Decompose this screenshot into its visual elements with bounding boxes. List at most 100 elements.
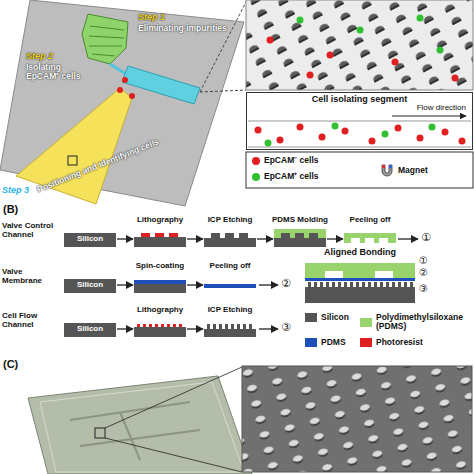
callout-number: ② (281, 278, 291, 290)
cell (437, 47, 444, 54)
legend-text: PDMS (321, 338, 346, 347)
legend-swatch (305, 313, 317, 322)
cell (307, 72, 314, 79)
layer-shape (169, 233, 178, 237)
output-arrow (398, 238, 418, 239)
legend-entry: Silicon (305, 313, 349, 322)
leader-line (105, 438, 242, 472)
process-illustration (134, 319, 186, 338)
callout-line (200, 90, 246, 92)
panel-label: (C) (3, 358, 18, 370)
process-arrow (117, 328, 133, 329)
cell (429, 124, 436, 131)
callout-number: ① (421, 232, 431, 244)
magnet-symbol (380, 164, 394, 177)
layer-shape (64, 233, 116, 247)
cell (319, 134, 326, 141)
magnet-body (382, 165, 392, 176)
layer-shape (161, 324, 164, 327)
row-label: Cell Flow Channel (2, 312, 62, 330)
process-illustration (134, 229, 186, 248)
layer-shape (410, 282, 413, 287)
layer-shape (155, 233, 164, 237)
process-arrow (117, 284, 133, 285)
step-number: Step 2 (26, 52, 53, 62)
layer-shape (386, 282, 389, 287)
row-label: Valve Membrane (2, 268, 62, 286)
layer-shape (362, 282, 365, 287)
layer-shape (320, 282, 323, 287)
process-step: ICP Etching (204, 216, 256, 248)
layer-shape (179, 324, 182, 327)
row-label: Valve Control Channel (2, 222, 62, 240)
layer-shape (350, 282, 353, 287)
layer-shape (325, 271, 343, 278)
legend-entry: PDMS (305, 338, 346, 347)
chip-edge (40, 382, 244, 472)
process-step: Spin-coating (134, 262, 186, 294)
step-label: Lithography (122, 306, 198, 315)
layer-shape (344, 282, 347, 287)
process-arrow (257, 238, 273, 239)
process-step: Silicon (64, 216, 116, 248)
layer-shape (365, 238, 374, 243)
layer-shape (305, 287, 415, 303)
valve (122, 77, 128, 83)
magnet-pole (389, 165, 392, 168)
layer-shape (213, 324, 216, 329)
legend-text: Magnet (398, 166, 428, 175)
cell (265, 140, 272, 147)
process-arrow (187, 238, 203, 239)
step-number: Step 3 (2, 186, 29, 196)
cell (369, 138, 376, 145)
output-arrow (259, 328, 278, 329)
legend-entry: Magnet (380, 164, 428, 177)
layer-shape (295, 233, 304, 238)
layer-shape (326, 282, 329, 287)
step-label: ICP Etching (192, 216, 268, 225)
legend-text: Polydimethylsiloxane (PDMS) (376, 313, 462, 332)
layer-shape (309, 233, 318, 238)
legend-text: Photoresist (376, 338, 423, 347)
process-arrow (187, 328, 203, 329)
isolation-channel (122, 66, 200, 104)
layer-shape (338, 282, 341, 287)
step-label: Silicon (64, 325, 116, 334)
process-illustration (134, 275, 186, 294)
legend-swatch (360, 338, 372, 347)
layer-shape (134, 284, 186, 293)
layer-shape (344, 233, 396, 243)
post-array-zoom (246, 0, 473, 90)
cell (255, 127, 262, 134)
legend-entry: EpCAM⁻ cells (252, 156, 319, 165)
channel (110, 64, 126, 74)
layer-shape (204, 329, 256, 337)
valve (129, 93, 135, 99)
cell (357, 27, 364, 34)
layer-shape (204, 284, 256, 288)
cell (332, 123, 339, 130)
cell (417, 15, 424, 22)
layer-shape (134, 327, 186, 337)
step-label: PDMS Molding (262, 216, 338, 225)
process-illustration (274, 229, 326, 248)
layer-shape (173, 324, 176, 327)
layer-shape (141, 233, 150, 237)
process-illustration (204, 319, 256, 338)
layer-shape (243, 324, 246, 329)
layer-shape (237, 324, 240, 329)
layer-shape (155, 324, 158, 327)
valve (117, 87, 123, 93)
positioning-chamber (16, 88, 132, 204)
legend-swatch (252, 173, 260, 181)
layer-shape (274, 229, 326, 238)
legend-entry: EpCAM⁺ cells (252, 172, 319, 181)
layer-shape (134, 237, 186, 247)
cell (267, 37, 274, 44)
cell (452, 75, 459, 82)
process-step: Silicon (64, 262, 116, 294)
legend-text: EpCAM⁻ cells (264, 156, 319, 165)
layer-shape (274, 238, 326, 247)
step-label: Peeling off (192, 262, 268, 271)
